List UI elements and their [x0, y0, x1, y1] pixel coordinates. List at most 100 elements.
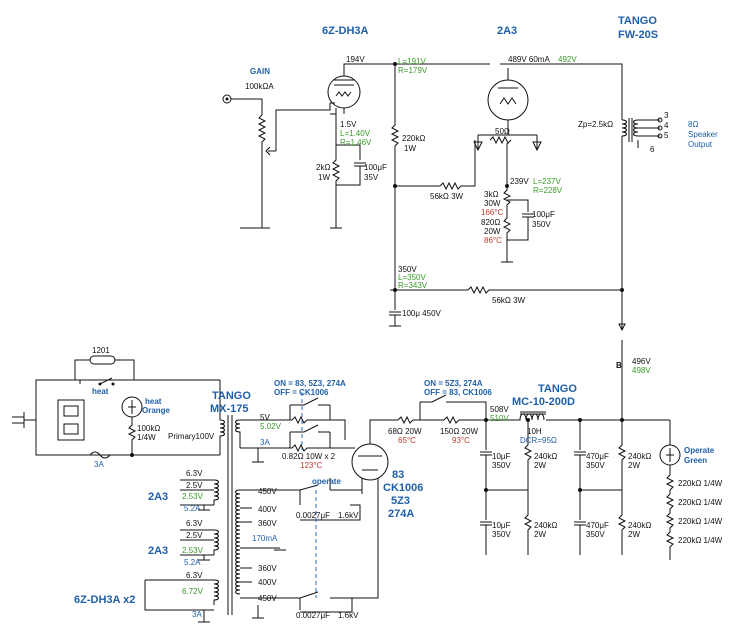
lbl-rdropt: 123°C — [300, 461, 323, 470]
lbl-hv360b: 360V — [258, 564, 277, 573]
lbl-ck1: 100μF — [364, 163, 387, 172]
heater-2a3-b: 2A3 — [148, 545, 168, 557]
lbl-operate: operate — [312, 477, 341, 486]
lbl-v2-g: 492V — [558, 55, 577, 64]
lbl-r56b: 56kΩ 3W — [492, 296, 526, 305]
lbl-r68t: 65°C — [398, 436, 416, 445]
switch1-off: OFF = CK1006 — [274, 388, 329, 397]
lbl-b350l: L=350V — [398, 273, 426, 282]
lbl-s5vm: 5.02V — [260, 422, 282, 431]
lbl-zp: Zp=2.5kΩ — [578, 120, 613, 129]
titles: 6Z-DH3A 2A3 TANGO FW-20S TANGO MX-175 TA… — [74, 15, 718, 606]
lbl-rk1: 2kΩ — [316, 163, 330, 172]
lbl-c10av: 350V — [492, 461, 511, 470]
lbl-fuse: 3A — [94, 460, 104, 469]
lbl-c0027av: 1.6kV — [338, 511, 359, 520]
lbl-c470b: 470μF — [586, 521, 609, 530]
lbl-r220c: 220kΩ 1/4W — [678, 517, 723, 526]
title-rect-83: 83 — [392, 469, 404, 481]
lbl-h63a: 6.3V — [186, 469, 203, 478]
lbl-h25a: 2.5V — [186, 481, 203, 490]
2a3-tube-icon — [487, 79, 529, 121]
lbl-r220a: 220kΩ 1/4W — [678, 479, 723, 488]
speaker-8ohm: 8Ω — [688, 120, 698, 129]
lbl-hv360a: 360V — [258, 519, 277, 528]
lbl-r240aw: 2W — [534, 461, 546, 470]
lbl-s5v: 5V — [260, 413, 270, 422]
lbl-r3kw: 30W — [484, 199, 501, 208]
lbl-r240dw: 2W — [628, 530, 640, 539]
title-output-fw20s: FW-20S — [618, 29, 658, 41]
title-pt-mx175: MX-175 — [210, 403, 249, 415]
gain-pot[interactable] — [240, 114, 267, 229]
lbl-k239: 239V — [510, 177, 529, 186]
lbl-t5: 5 — [664, 131, 669, 140]
title-rect-5z3: 5Z3 — [391, 495, 410, 507]
lbl-r3kt: 166°C — [481, 208, 504, 217]
component-labels: 100kΩA 194V L=191V R=179V 1.5V L=1.40V R… — [92, 55, 723, 620]
heater-6z: 6Z-DH3A x2 — [74, 594, 135, 606]
lbl-ma170: 170mA — [252, 534, 278, 543]
lbl-c100: 100μ 450V — [402, 309, 442, 318]
lbl-r150: 150Ω 20W — [440, 427, 478, 436]
heater-2a3-a: 2A3 — [148, 491, 168, 503]
title-pt-tango: TANGO — [212, 390, 251, 402]
switch2-off: OFF = 83, CK1006 — [424, 388, 492, 397]
lbl-h52a: 5.2A — [184, 504, 201, 513]
title-rect-ck1006: CK1006 — [383, 482, 423, 494]
lbl-v508: 508V — [490, 405, 509, 414]
lbl-b496: 496V — [632, 357, 651, 366]
lbl-h52b: 5.2A — [184, 558, 201, 567]
power-supply — [12, 355, 681, 623]
lbl-r240bw: 2W — [534, 530, 546, 539]
title-2a3: 2A3 — [497, 25, 517, 37]
lbl-c10bv: 350V — [492, 530, 511, 539]
lbl-r150t: 93°C — [452, 436, 470, 445]
lbl-v1-r: R=179V — [398, 66, 428, 75]
lbl-hv450b: 450V — [258, 594, 277, 603]
lbl-r820t: 86°C — [484, 236, 502, 245]
lbl-r220b: 220kΩ 1/4W — [678, 498, 723, 507]
lbl-rp1: 220kΩ — [402, 134, 425, 143]
speaker-label: Speaker — [688, 130, 718, 139]
lbl-ck2: 100μF — [532, 210, 555, 219]
lbl-heat-sw: heat — [92, 387, 109, 396]
lbl-rdrop: 0.82Ω 10W x 2 — [282, 452, 336, 461]
node-b-label: B — [616, 361, 622, 370]
input-stage — [222, 62, 490, 290]
lbl-r820w: 20W — [484, 227, 501, 236]
lbl-c0027b: 0.0027μF — [296, 611, 330, 620]
lbl-h672: 6.72V — [182, 587, 204, 596]
lbl-ck2v: 350V — [532, 220, 551, 229]
switch2-on: ON = 5Z3, 274A — [424, 379, 483, 388]
lbl-r240a: 240kΩ — [534, 452, 557, 461]
lbl-r68: 68Ω 20W — [388, 427, 422, 436]
lbl-h63b: 6.3V — [186, 519, 203, 528]
lbl-v1-l: L=191V — [398, 57, 426, 66]
power-transformer — [219, 380, 233, 615]
lbl-r3k: 3kΩ — [484, 190, 498, 199]
lbl-pot: 100kΩA — [245, 82, 274, 91]
lbl-kr: R=1.46V — [340, 138, 372, 147]
lbl-v2-plate: 489V 60mA — [508, 55, 550, 64]
lbl-h63c: 6.3V — [186, 571, 203, 580]
lbl-k2l: L=237V — [533, 177, 561, 186]
lbl-r820: 820Ω — [481, 218, 500, 227]
lbl-c0027a: 0.0027μF — [296, 511, 330, 520]
lbl-h25b: 2.5V — [186, 531, 203, 540]
lbl-c470bv: 350V — [586, 530, 605, 539]
lbl-r240c: 240kΩ — [628, 452, 651, 461]
lbl-primary: Primary100V — [168, 432, 215, 441]
output-transformer — [621, 118, 639, 142]
lbl-r100kw: 1/4W — [137, 433, 156, 442]
lbl-r240cw: 2W — [628, 461, 640, 470]
lbl-b350r: R=343V — [398, 281, 428, 290]
lbl-r100k: 100kΩ — [137, 424, 160, 433]
title-choke-mc10: MC-10-200D — [512, 396, 575, 408]
title-operate: Operate — [684, 446, 715, 455]
lbl-kl: L=1.40V — [340, 129, 371, 138]
b-plus-rail: B — [389, 285, 626, 380]
choke — [510, 411, 580, 421]
title-choke-tango: TANGO — [538, 383, 577, 395]
